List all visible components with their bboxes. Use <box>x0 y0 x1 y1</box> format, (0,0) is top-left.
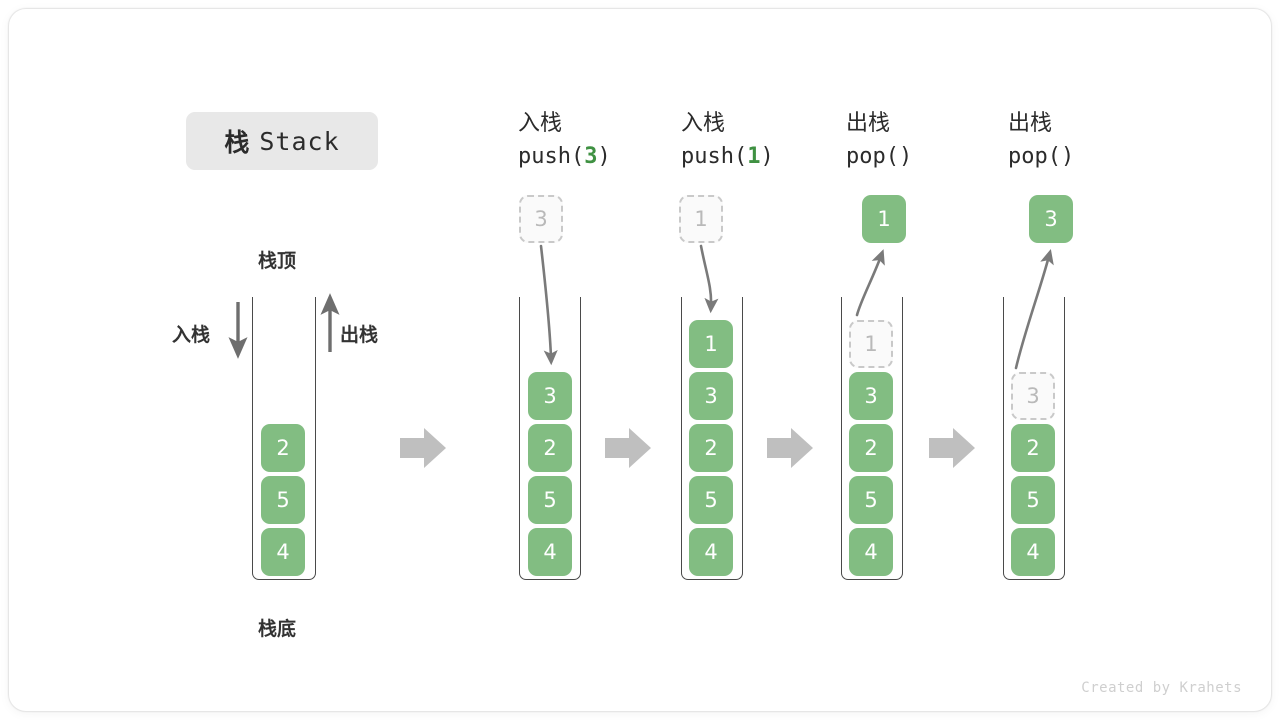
stack-cell: 2 <box>849 424 893 472</box>
push-direction-label: 入栈 <box>172 325 211 346</box>
stack-cell: 2 <box>1011 424 1055 472</box>
stack-bottom-label: 栈底 <box>258 619 297 640</box>
stack-top-label: 栈顶 <box>258 251 297 272</box>
stack-cell: 3 <box>849 372 893 420</box>
stack-cell: 2 <box>528 424 572 472</box>
pop-direction-label: 出栈 <box>340 325 379 346</box>
code-prefix: pop( <box>846 144 899 169</box>
column-header-code: push(1) <box>681 140 774 174</box>
code-arg: 1 <box>747 144 761 169</box>
stack-cell: 5 <box>261 476 305 524</box>
stack-cell: 3 <box>689 372 733 420</box>
column-header-pop-3: 出栈 pop() <box>1008 106 1074 174</box>
stack-cell: 2 <box>689 424 733 472</box>
stack-cell-ghost: 1 <box>849 320 893 368</box>
column-header-cn: 出栈 <box>846 110 891 135</box>
column-header-push-3: 入栈 push(3) <box>518 106 611 174</box>
column-header-cn: 入栈 <box>681 110 726 135</box>
column-header-code: push(3) <box>518 140 611 174</box>
stack-cell: 5 <box>849 476 893 524</box>
column-header-code: pop() <box>846 140 912 174</box>
floating-popped-cell: 3 <box>1029 195 1073 243</box>
code-suffix: ) <box>597 144 611 169</box>
stack-cell: 4 <box>528 528 572 576</box>
stack-cell: 4 <box>1011 528 1055 576</box>
stack-cell: 2 <box>261 424 305 472</box>
stack-cell: 4 <box>261 528 305 576</box>
code-prefix: push( <box>518 144 585 169</box>
code-suffix: ) <box>1060 144 1075 169</box>
stack-cell: 4 <box>689 528 733 576</box>
stack-tube-pop-3 <box>1003 297 1065 580</box>
diagram-title-pill: 栈 Stack <box>186 112 378 170</box>
stack-tube-push-1 <box>681 297 743 580</box>
column-header-pop-1: 出栈 pop() <box>846 106 912 174</box>
floating-popped-cell: 1 <box>862 195 906 243</box>
column-header-code: pop() <box>1008 140 1074 174</box>
title-english: Stack <box>259 126 340 156</box>
floating-ghost-cell: 1 <box>679 195 723 243</box>
column-header-cn: 入栈 <box>518 110 563 135</box>
stack-cell: 1 <box>689 320 733 368</box>
code-prefix: pop( <box>1008 144 1061 169</box>
column-header-push-1: 入栈 push(1) <box>681 106 774 174</box>
watermark-credit: Created by Krahets <box>1081 680 1242 696</box>
stack-cell: 4 <box>849 528 893 576</box>
code-arg: 3 <box>584 144 598 169</box>
stack-cell-ghost: 3 <box>1011 372 1055 420</box>
floating-ghost-cell: 3 <box>519 195 563 243</box>
code-suffix: ) <box>898 144 913 169</box>
stack-tube-push-3 <box>519 297 581 580</box>
code-prefix: push( <box>681 144 748 169</box>
stack-cell: 5 <box>528 476 572 524</box>
stack-tube-initial <box>252 297 316 580</box>
stack-cell: 3 <box>528 372 572 420</box>
stack-tube-pop-1 <box>841 297 903 580</box>
column-header-cn: 出栈 <box>1008 110 1053 135</box>
title-chinese: 栈 <box>224 129 250 157</box>
code-suffix: ) <box>760 144 774 169</box>
stack-cell: 5 <box>689 476 733 524</box>
stack-cell: 5 <box>1011 476 1055 524</box>
